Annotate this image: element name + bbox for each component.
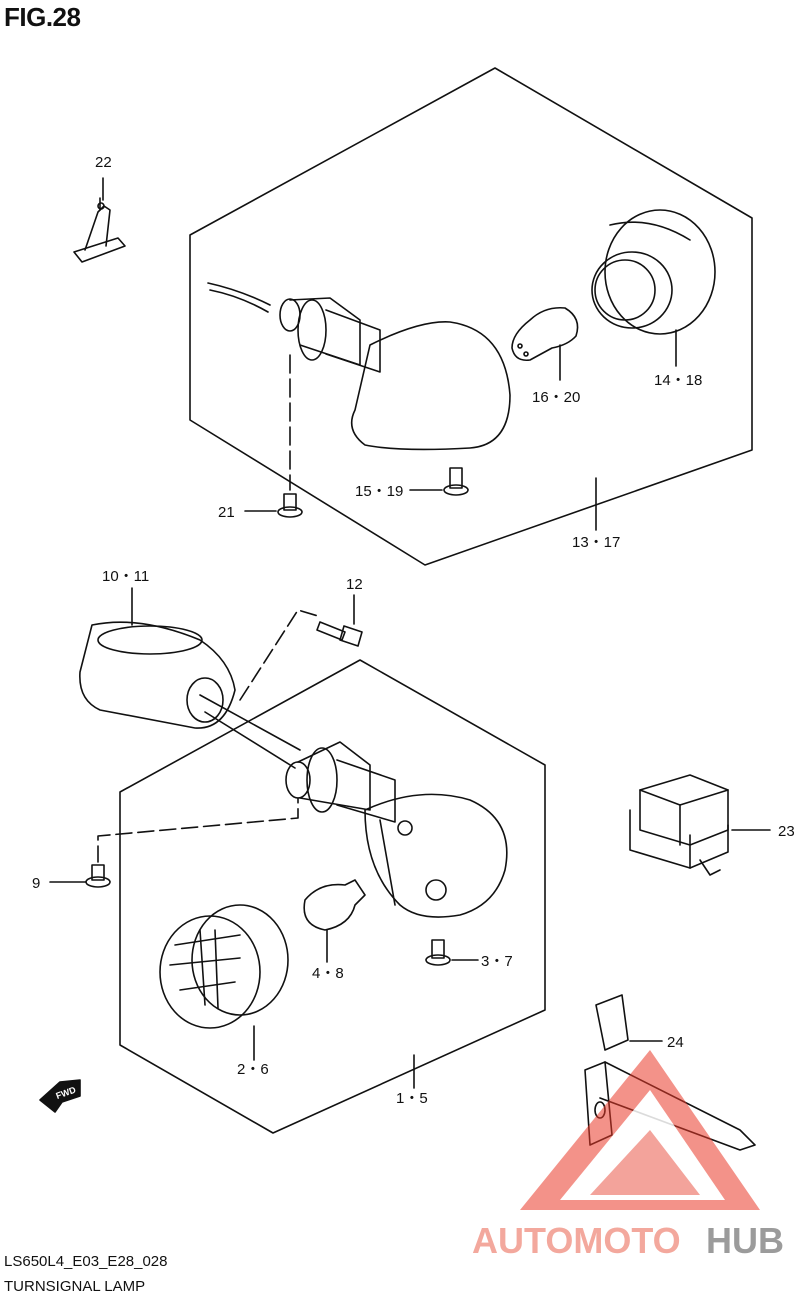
bulb-16-20	[511, 306, 579, 362]
relay-23	[629, 774, 729, 876]
figure-code: LS650L4_E03_E28_028	[4, 1253, 168, 1270]
bracket-22	[73, 197, 126, 263]
callout-9: 9	[32, 875, 40, 892]
screw-15-19	[443, 467, 469, 496]
callout-1-5: 1・5	[396, 1090, 428, 1107]
callout-4-8: 4・8	[312, 965, 344, 982]
lower-turn-lamp	[285, 741, 508, 918]
callout-15-19: 15・19	[355, 483, 403, 500]
callout-3-7: 3・7	[481, 953, 513, 970]
callout-2-6: 2・6	[237, 1061, 269, 1078]
fwd-arrow-icon	[39, 1079, 81, 1113]
figure-caption: TURNSIGNAL LAMP	[4, 1278, 146, 1295]
callout-10-11: 10・11	[102, 568, 149, 585]
callout-14-18: 14・18	[654, 372, 702, 389]
callout-22: 22	[95, 154, 112, 171]
bolt-12	[316, 621, 363, 647]
watermark-text-2: HUB	[706, 1220, 784, 1261]
cover-10-11	[79, 621, 301, 769]
upper-turn-lamp	[207, 282, 511, 451]
callout-16-20: 16・20	[532, 389, 580, 406]
upper-assembly-outline	[189, 67, 753, 566]
callout-12: 12	[346, 576, 363, 593]
lower-assembly-outline	[119, 659, 546, 1134]
automotohub-watermark: AUTOMOTO HUB	[472, 1050, 784, 1261]
callout-13-17: 13・17	[572, 534, 620, 551]
screw-21	[277, 493, 303, 518]
screw-9	[85, 864, 111, 888]
screw-3-7	[425, 939, 451, 966]
callout-21: 21	[218, 504, 235, 521]
lens-rim-14-18	[591, 209, 716, 335]
callout-23: 23	[778, 823, 795, 840]
watermark-text-1: AUTOMOTO	[472, 1220, 681, 1261]
lens-2-6	[159, 904, 289, 1029]
bulb-4-8	[303, 879, 366, 931]
figure-title: FIG.28	[4, 2, 81, 32]
callout-24: 24	[667, 1034, 684, 1051]
